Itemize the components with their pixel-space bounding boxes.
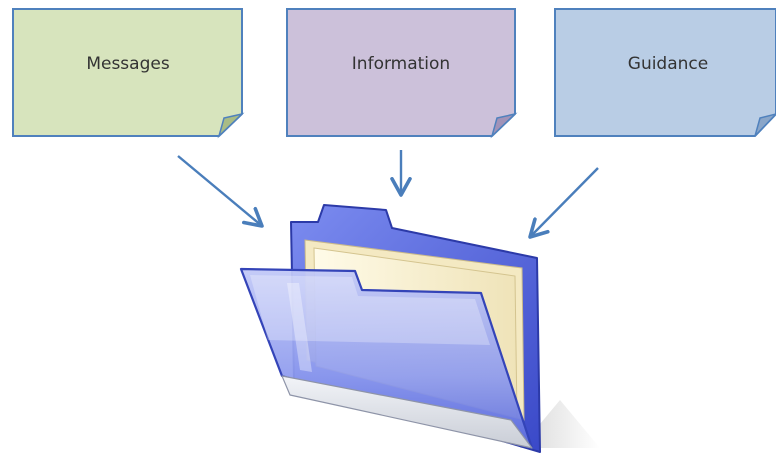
note-messages-label: Messages xyxy=(86,54,170,74)
note-messages: Messages xyxy=(12,8,245,139)
open-folder-icon xyxy=(239,204,600,453)
note-guidance-fold xyxy=(754,113,776,137)
note-guidance: Guidance xyxy=(554,8,776,137)
note-messages-fold xyxy=(217,112,245,139)
folder-front-highlight xyxy=(250,275,490,345)
arrow-from-guidance xyxy=(528,167,599,239)
note-guidance-label: Guidance xyxy=(628,54,708,74)
arrow-from-messages xyxy=(177,155,264,228)
folder-base xyxy=(281,375,533,449)
note-information-label: Information xyxy=(352,54,450,74)
folder-front-edge xyxy=(287,283,312,372)
note-information: Information xyxy=(286,8,518,139)
note-information-fold xyxy=(490,112,518,139)
